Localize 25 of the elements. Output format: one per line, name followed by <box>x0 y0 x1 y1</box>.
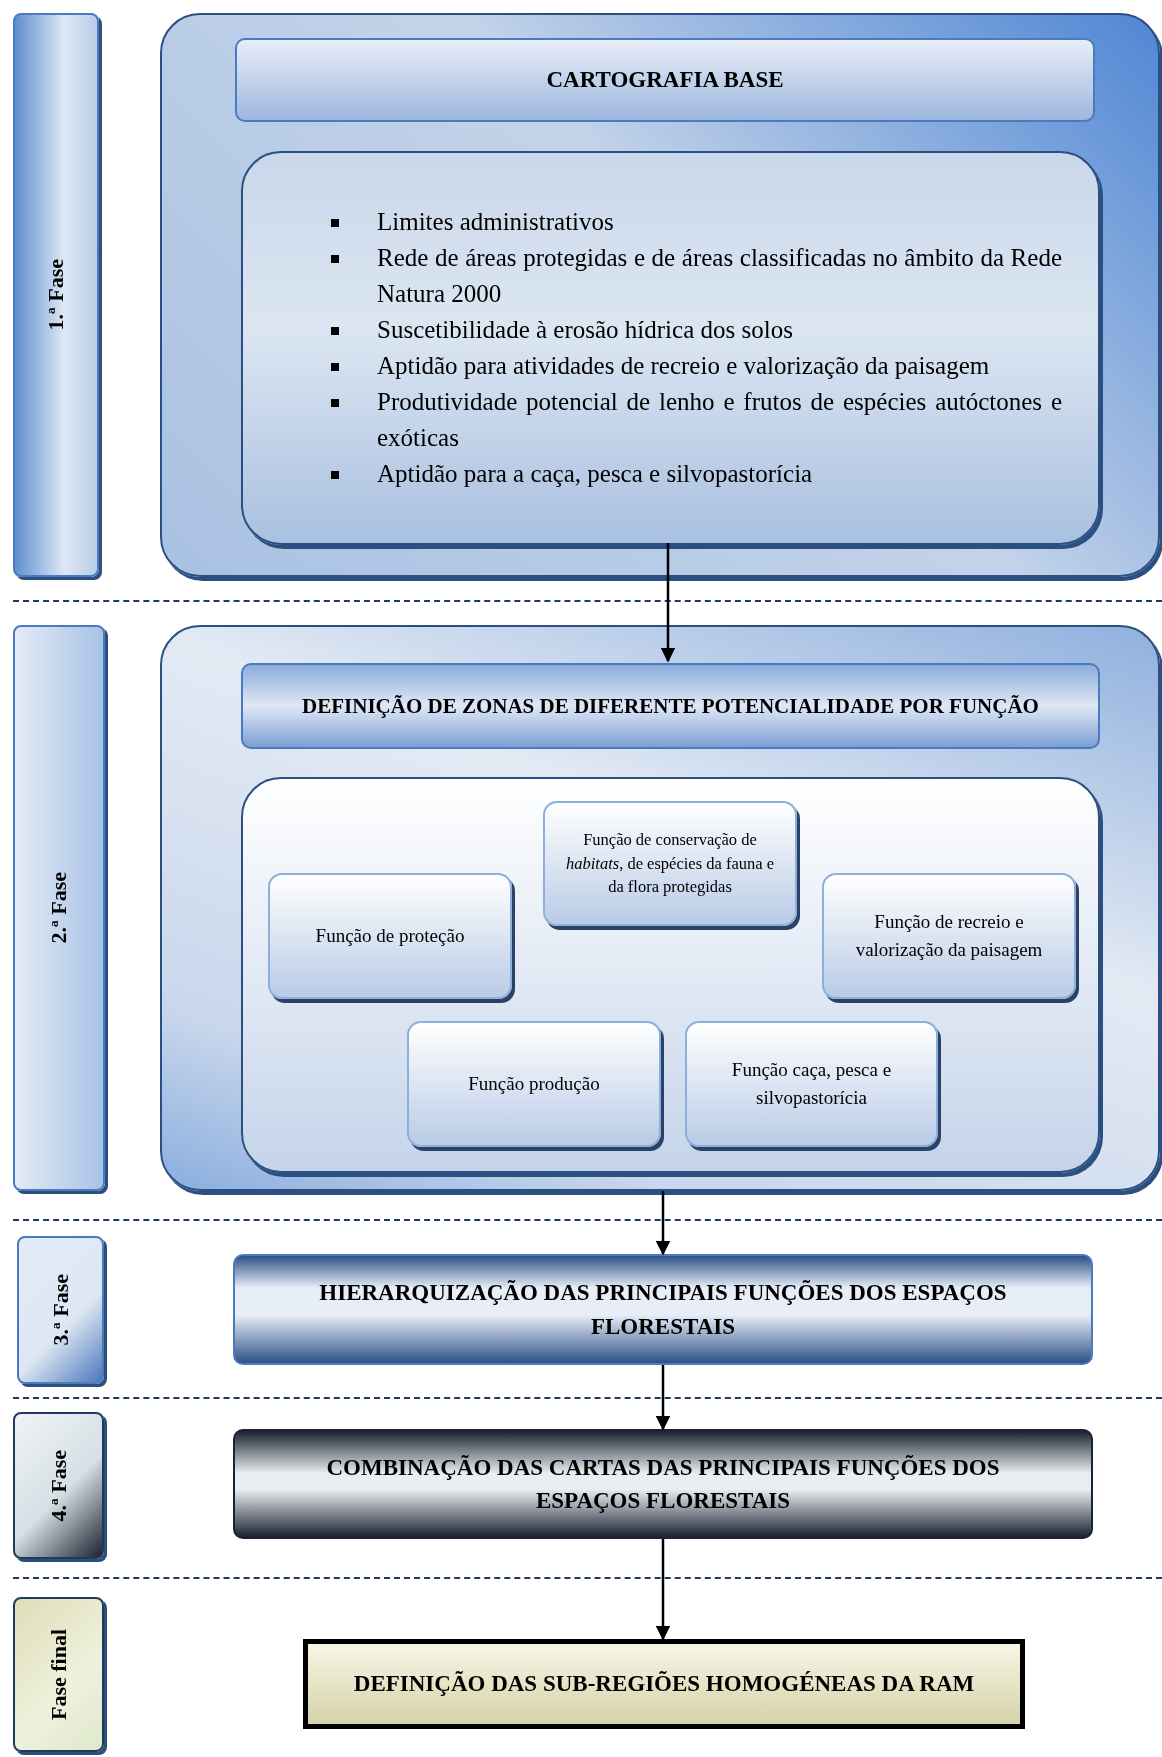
list-item-text: Limites administrativos <box>377 208 614 235</box>
phase-label <box>17 1236 104 1384</box>
arrow <box>655 1191 671 1256</box>
arrow <box>655 1365 671 1431</box>
phase-title: 3.ª Fase <box>47 1274 74 1346</box>
phase-title: Fase final <box>45 1628 72 1721</box>
phase-label <box>13 1597 104 1752</box>
phase-label <box>13 13 99 577</box>
result-box: DEFINIÇÃO DAS SUB-REGIÕES HOMOGÉNEAS DA RAM <box>303 1639 1025 1729</box>
list-item-text: Suscetibilidade à erosão hídrica dos solos <box>377 316 793 343</box>
list-item-text: Aptidão para a caça, pesca e silvopastorícia <box>377 460 813 487</box>
phase-label <box>13 1412 104 1559</box>
phase-title: 1.ª Fase <box>43 259 69 331</box>
phase-title: 2.ª Fase <box>46 872 72 944</box>
list-item-text: Produtividade potencial de lenho e frutos de espécies autóctones e exóticas <box>377 388 1062 451</box>
arrow <box>660 543 676 663</box>
list-item-text: Rede de áreas protegidas e de áreas classificadas no âmbito da Rede Natura 2000 <box>377 244 1062 307</box>
phase-title: 4.ª Fase <box>45 1449 72 1522</box>
arrow <box>655 1539 671 1641</box>
process-box: COMBINAÇÃO DAS CARTAS DAS PRINCIPAIS FUNÇÕES DOS ESPAÇOS FLORESTAIS <box>233 1429 1093 1539</box>
process-box: HIERARQUIZAÇÃO DAS PRINCIPAIS FUNÇÕES DOS ESPAÇOS FLORESTAIS <box>233 1254 1093 1365</box>
section-header: DEFINIÇÃO DE ZONAS DE DIFERENTE POTENCIALIDADE POR FUNÇÃO <box>241 663 1100 749</box>
phase-label <box>13 625 105 1191</box>
section-header: CARTOGRAFIA BASE <box>235 38 1095 122</box>
list-item-text: Aptidão para atividades de recreio e valorização da paisagem <box>377 352 990 379</box>
